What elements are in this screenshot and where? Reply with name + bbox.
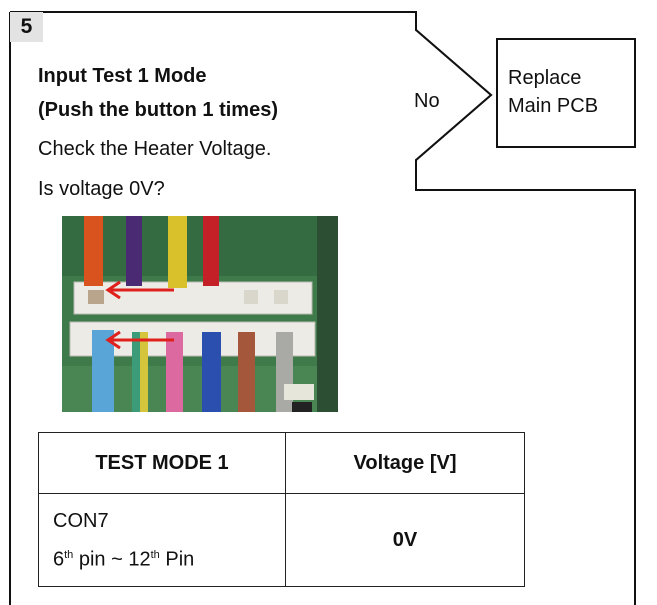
instruction-question-text: Is voltage 0V?	[38, 176, 165, 202]
replace-box-line2: Main PCB	[508, 92, 634, 120]
pin-range: 6th pin ~ 12th Pin	[53, 538, 285, 577]
connector-cell: CON7 6th pin ~ 12th Pin	[39, 494, 286, 587]
voltage-table: TEST MODE 1 Voltage [V] CON7 6th pin ~ 1…	[38, 432, 525, 587]
voltage-value: 0V	[286, 494, 525, 587]
connector-name: CON7	[53, 504, 285, 538]
table-header-row: TEST MODE 1 Voltage [V]	[39, 433, 525, 494]
replace-box-line1: Replace	[508, 64, 634, 92]
instruction-title-line2: (Push the button 1 times)	[38, 97, 278, 123]
table-row: CON7 6th pin ~ 12th Pin 0V	[39, 494, 525, 587]
header-voltage: Voltage [V]	[286, 433, 525, 494]
header-test-mode: TEST MODE 1	[39, 433, 286, 494]
upper-wire-purple	[126, 216, 142, 286]
upper-wire-red	[203, 216, 219, 286]
upper-wire-yellow	[168, 216, 187, 288]
instruction-title-line1: Input Test 1 Mode	[38, 63, 207, 89]
upper-wire-orange	[84, 216, 103, 286]
instruction-check-text: Check the Heater Voltage.	[38, 136, 271, 162]
lower-wire-pink	[166, 332, 183, 412]
connector-photo	[62, 216, 338, 412]
lower-wire-blue	[202, 332, 221, 412]
lower-wire-brown	[238, 332, 255, 412]
step-number-badge: 5	[10, 12, 43, 42]
replace-main-pcb-box: Replace Main PCB	[496, 38, 636, 148]
no-branch-label: No	[414, 89, 440, 113]
